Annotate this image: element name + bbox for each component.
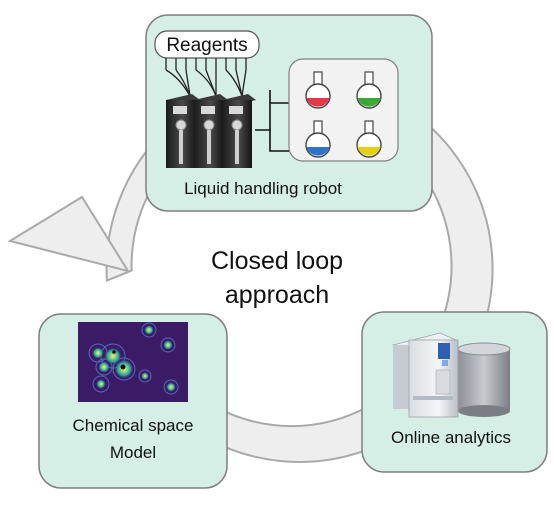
heatmap-image xyxy=(78,322,188,402)
robot-panel: Reagents xyxy=(145,14,433,212)
analytics-caption: Online analytics xyxy=(391,428,511,447)
reagent-tubing xyxy=(165,58,247,97)
model-caption-line1: Chemical space xyxy=(73,416,194,435)
center-title-line1: Closed loop xyxy=(211,247,343,275)
model-caption-line2: Model xyxy=(110,443,156,462)
mass-spectrometer-icon xyxy=(391,332,511,418)
robot-caption: Liquid handling robot xyxy=(184,179,342,198)
center-title-line2: approach xyxy=(225,281,329,309)
flask-icon xyxy=(305,71,382,158)
reagents-box xyxy=(154,30,260,59)
reagents-label: Reagents xyxy=(166,35,247,56)
pump-icon xyxy=(166,94,256,168)
model-panel: Chemical space Model xyxy=(38,313,228,489)
analytics-panel: Online analytics xyxy=(361,311,548,473)
loop-arrowhead xyxy=(7,195,131,273)
